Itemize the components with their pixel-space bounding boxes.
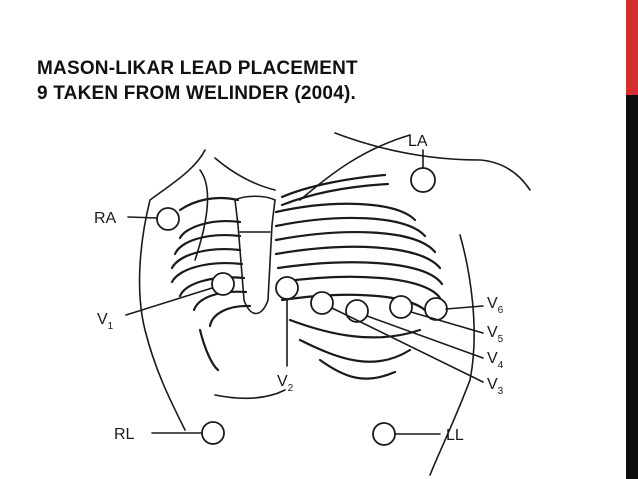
v3-electrode xyxy=(310,291,334,315)
v5-electrode xyxy=(389,295,413,319)
la-label: LA xyxy=(408,133,428,150)
ra-label: RA xyxy=(94,210,117,227)
clavicles xyxy=(178,173,390,212)
torso-outline xyxy=(138,132,531,476)
right-ribs xyxy=(170,220,252,372)
title-line-2: 9 TAKEN FROM WELINDER (2004). xyxy=(37,83,356,104)
la-electrode xyxy=(410,167,436,193)
accent-bar xyxy=(626,0,638,95)
title-line-1: MASON-LIKAR LEAD PLACEMENT xyxy=(37,58,358,79)
v4-electrode xyxy=(345,299,369,323)
ra-electrode xyxy=(156,207,180,231)
v3-label: V3 xyxy=(487,376,504,397)
leader-lines xyxy=(125,149,484,435)
left-ribs xyxy=(274,202,444,380)
v5-label: V5 xyxy=(487,324,504,345)
ll-label: LL xyxy=(446,427,464,444)
slide-title: MASON-LIKAR LEAD PLACEMENT 9 TAKEN FROM … xyxy=(37,56,358,106)
v2-label: V2 xyxy=(277,373,294,394)
v1-label: V1 xyxy=(97,311,114,332)
v4-label: V4 xyxy=(487,350,504,371)
v2-electrode xyxy=(275,276,299,300)
sidebar-bar xyxy=(626,95,638,479)
v1-electrode xyxy=(211,272,235,296)
v6-label: V6 xyxy=(487,295,504,316)
sternum xyxy=(234,195,276,315)
rl-label: RL xyxy=(114,426,135,443)
rl-electrode xyxy=(201,421,225,445)
ll-electrode xyxy=(372,422,396,446)
